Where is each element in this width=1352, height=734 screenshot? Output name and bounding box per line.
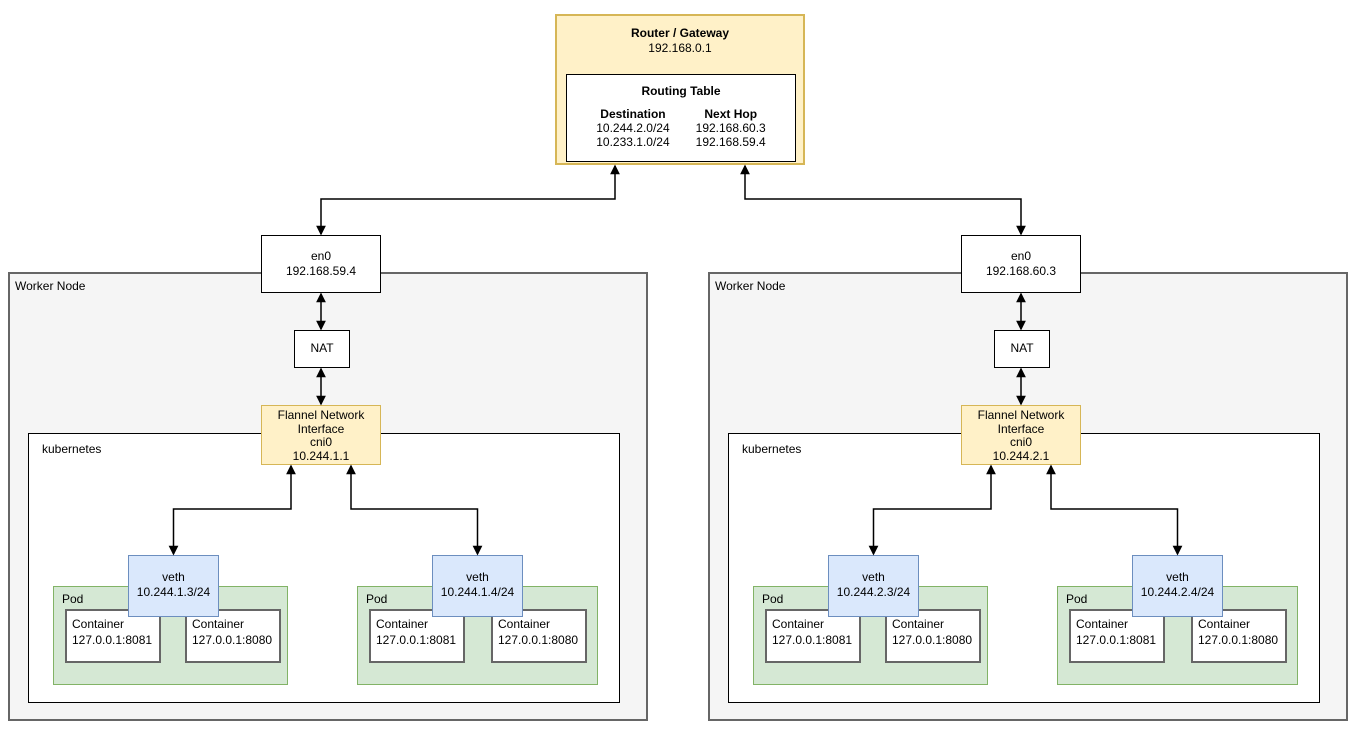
container-label: Container xyxy=(1076,617,1129,631)
container-address: 127.0.0.1:8080 xyxy=(498,633,579,647)
connector-router-en0-left xyxy=(316,164,620,236)
flannel-line: Interface xyxy=(997,421,1045,436)
flannel-ip: 10.244.1.1 xyxy=(292,448,350,463)
flannel-device: cni0 xyxy=(1009,435,1032,449)
veth-ip: 10.244.2.4/24 xyxy=(1140,585,1215,599)
pod-label: Pod xyxy=(62,592,84,606)
router-title: Router / Gateway xyxy=(630,26,730,40)
veth-box: veth 10.244.1.3/24 xyxy=(128,555,219,617)
en0-ip: 192.168.59.4 xyxy=(285,264,357,278)
column-header: Next Hop xyxy=(704,107,758,121)
en0-name: en0 xyxy=(1010,249,1032,263)
container-box: Container 127.0.0.1:8080 xyxy=(491,609,587,663)
container-box: Container 127.0.0.1:8081 xyxy=(65,609,161,663)
veth-box: veth 10.244.1.4/24 xyxy=(432,555,523,617)
en0-box-left: en0 192.168.59.4 xyxy=(261,235,381,293)
veth-ip: 10.244.1.3/24 xyxy=(136,585,211,599)
table-cell: 10.233.1.0/24 xyxy=(596,135,670,149)
flannel-interface-right: Flannel Network Interface cni0 10.244.2.… xyxy=(961,405,1081,465)
worker-node-left-label: Worker Node xyxy=(15,279,86,293)
container-box: Container 127.0.0.1:8080 xyxy=(1191,609,1287,663)
container-address: 127.0.0.1:8080 xyxy=(1198,633,1279,647)
nat-box-left: NAT xyxy=(294,330,350,368)
veth-ip: 10.244.1.4/24 xyxy=(440,585,515,599)
pod-label: Pod xyxy=(762,592,784,606)
pod-label: Pod xyxy=(1066,592,1088,606)
container-box: Container 127.0.0.1:8081 xyxy=(369,609,465,663)
veth-name: veth xyxy=(1166,570,1189,584)
table-cell: 10.244.2.0/24 xyxy=(596,121,670,135)
table-cell: 192.168.59.4 xyxy=(695,135,766,149)
en0-box-right: en0 192.168.60.3 xyxy=(961,235,1081,293)
worker-node-right-label: Worker Node xyxy=(715,279,786,293)
container-address: 127.0.0.1:8080 xyxy=(892,633,973,647)
container-label: Container xyxy=(72,617,125,631)
routing-table-destination-column: Destination 10.244.2.0/24 10.233.1.0/24 xyxy=(596,107,669,149)
container-address: 127.0.0.1:8080 xyxy=(192,633,273,647)
pod-box: Pod Container 127.0.0.1:8081 Container 1… xyxy=(357,586,598,685)
container-box: Container 127.0.0.1:8081 xyxy=(1069,609,1165,663)
routing-table: Routing Table Destination 10.244.2.0/24 … xyxy=(566,74,796,162)
veth-box: veth 10.244.2.3/24 xyxy=(828,555,919,617)
connector-router-en0-right xyxy=(740,164,1026,236)
routing-table-columns: Destination 10.244.2.0/24 10.233.1.0/24 … xyxy=(567,107,795,149)
kubernetes-left-label: kubernetes xyxy=(42,442,102,456)
container-box: Container 127.0.0.1:8080 xyxy=(885,609,981,663)
routing-table-title: Routing Table xyxy=(641,84,721,98)
container-box: Container 127.0.0.1:8081 xyxy=(765,609,861,663)
container-label: Container xyxy=(1198,617,1251,631)
routing-table-nexthop-column: Next Hop 192.168.60.3 192.168.59.4 xyxy=(696,107,766,149)
flannel-line: Flannel Network xyxy=(277,408,365,422)
nat-box-right: NAT xyxy=(994,330,1050,368)
kubernetes-right-label: kubernetes xyxy=(742,442,802,456)
container-address: 127.0.0.1:8081 xyxy=(1076,633,1157,647)
container-label: Container xyxy=(192,617,245,631)
container-address: 127.0.0.1:8081 xyxy=(772,633,853,647)
container-box: Container 127.0.0.1:8080 xyxy=(185,609,281,663)
router-ip: 192.168.0.1 xyxy=(648,41,712,55)
pod-box: Pod Container 127.0.0.1:8081 Container 1… xyxy=(1057,586,1298,685)
en0-name: en0 xyxy=(310,249,332,263)
column-header: Destination xyxy=(600,107,666,121)
veth-ip: 10.244.2.3/24 xyxy=(836,585,911,599)
table-cell: 192.168.60.3 xyxy=(695,121,766,135)
pod-label: Pod xyxy=(366,592,388,606)
veth-name: veth xyxy=(862,570,885,584)
pod-box: Pod Container 127.0.0.1:8081 Container 1… xyxy=(753,586,988,685)
flannel-line: Flannel Network xyxy=(977,408,1065,422)
container-label: Container xyxy=(376,617,429,631)
en0-ip: 192.168.60.3 xyxy=(985,264,1057,278)
veth-box: veth 10.244.2.4/24 xyxy=(1132,555,1223,617)
nat-label: NAT xyxy=(310,341,334,355)
container-label: Container xyxy=(498,617,551,631)
flannel-ip: 10.244.2.1 xyxy=(992,448,1050,463)
router-gateway-box: Router / Gateway 192.168.0.1 Routing Tab… xyxy=(555,14,805,165)
container-address: 127.0.0.1:8081 xyxy=(72,633,153,647)
flannel-device: cni0 xyxy=(309,435,332,449)
veth-name: veth xyxy=(466,570,489,584)
flannel-interface-left: Flannel Network Interface cni0 10.244.1.… xyxy=(261,405,381,465)
container-label: Container xyxy=(892,617,945,631)
veth-name: veth xyxy=(162,570,185,584)
container-label: Container xyxy=(772,617,825,631)
nat-label: NAT xyxy=(1010,341,1034,355)
flannel-line: Interface xyxy=(297,421,345,436)
container-address: 127.0.0.1:8081 xyxy=(376,633,457,647)
